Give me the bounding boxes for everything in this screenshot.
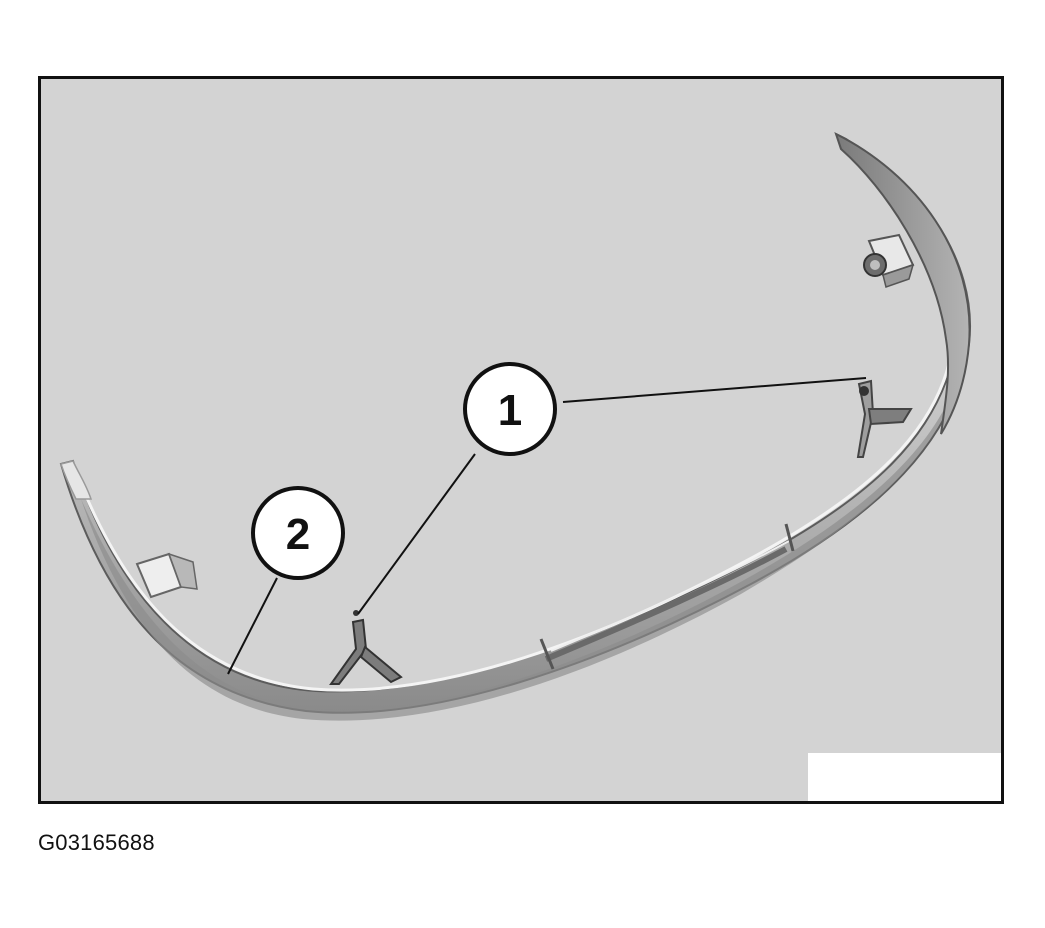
callout-2-number: 2	[286, 510, 310, 559]
callout-1-number: 1	[498, 386, 522, 435]
trim-right-end-face	[834, 132, 971, 435]
leader-line-2	[227, 577, 278, 675]
trim-channel-step	[539, 523, 795, 670]
leader-line-1b	[357, 453, 476, 615]
trim-strip-illustration: 1 2	[59, 132, 972, 721]
callout-1: 1	[463, 362, 557, 456]
figure-id-label: G03165688	[38, 830, 155, 855]
holder-right	[856, 379, 913, 458]
clip-block-left	[135, 552, 198, 599]
illustration-frame: 1 2	[38, 76, 1004, 804]
trim-channel	[544, 546, 788, 662]
holder-left	[329, 610, 403, 685]
trim-channel-highlight	[550, 540, 790, 652]
trim-left-end	[60, 460, 93, 500]
leader-line-1a	[562, 377, 867, 403]
clip-block-right	[863, 233, 915, 288]
corner-patch	[808, 753, 1001, 801]
callout-2: 2	[251, 486, 345, 580]
